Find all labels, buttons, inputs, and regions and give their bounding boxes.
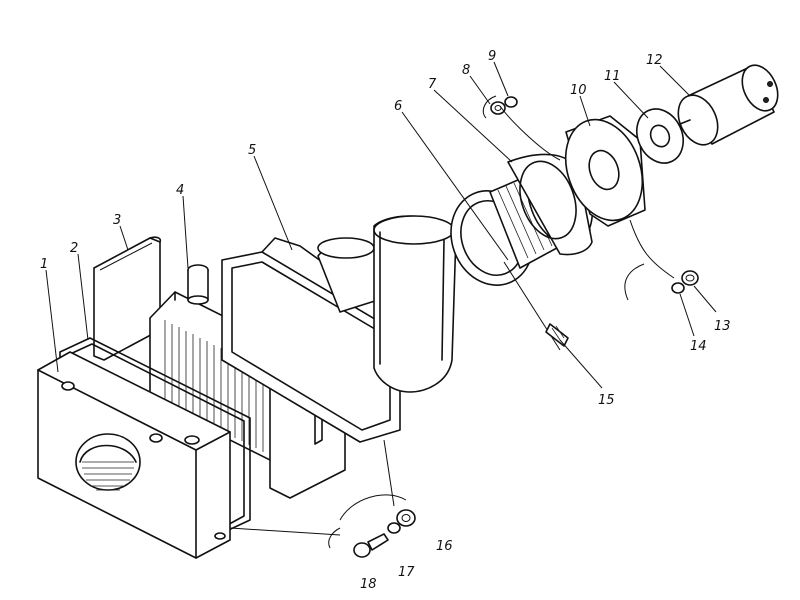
- callout-4: 4: [176, 183, 184, 198]
- part-8-washer: [490, 101, 506, 115]
- callout-leaders: [45, 61, 717, 389]
- callout-16: 16: [436, 539, 453, 554]
- part-1-front-cover: [37, 351, 231, 559]
- callout-12: 12: [646, 53, 663, 68]
- callout-15: 15: [598, 393, 615, 408]
- callout-8: 8: [462, 63, 470, 78]
- callout-2: 2: [70, 241, 78, 256]
- callout-9: 9: [488, 49, 496, 64]
- callout-14: 14: [690, 339, 707, 354]
- callout-5: 5: [248, 143, 256, 158]
- callout-10: 10: [570, 83, 587, 98]
- part-10-motor-mount: [564, 115, 646, 227]
- callout-18: 18: [360, 577, 377, 592]
- part-5-housing: [221, 237, 401, 443]
- callout-11: 11: [604, 69, 621, 84]
- assembly-guide-lines: [229, 95, 675, 549]
- callout-3: 3: [113, 213, 121, 228]
- part-14-washer: [671, 282, 685, 294]
- part-15-screw: [545, 323, 569, 347]
- callout-17: 17: [398, 565, 415, 580]
- callout-labels: 1 2 3 4 5 6 7 8 9 10 11 12 13 14 15 16 1…: [40, 49, 731, 592]
- part-9-nut: [504, 96, 518, 108]
- callout-6: 6: [394, 99, 402, 114]
- part-13-nut: [681, 270, 699, 286]
- part-11-flange: [636, 108, 684, 164]
- part-18-bolt: [353, 533, 389, 558]
- callout-13: 13: [714, 319, 731, 334]
- part-16-nut: [396, 509, 416, 527]
- callout-1: 1: [40, 257, 48, 272]
- part-17-washer: [387, 522, 401, 534]
- callout-7: 7: [428, 77, 437, 92]
- air-duct-elbow: [373, 215, 457, 393]
- part-12-electric-motor: [677, 64, 779, 146]
